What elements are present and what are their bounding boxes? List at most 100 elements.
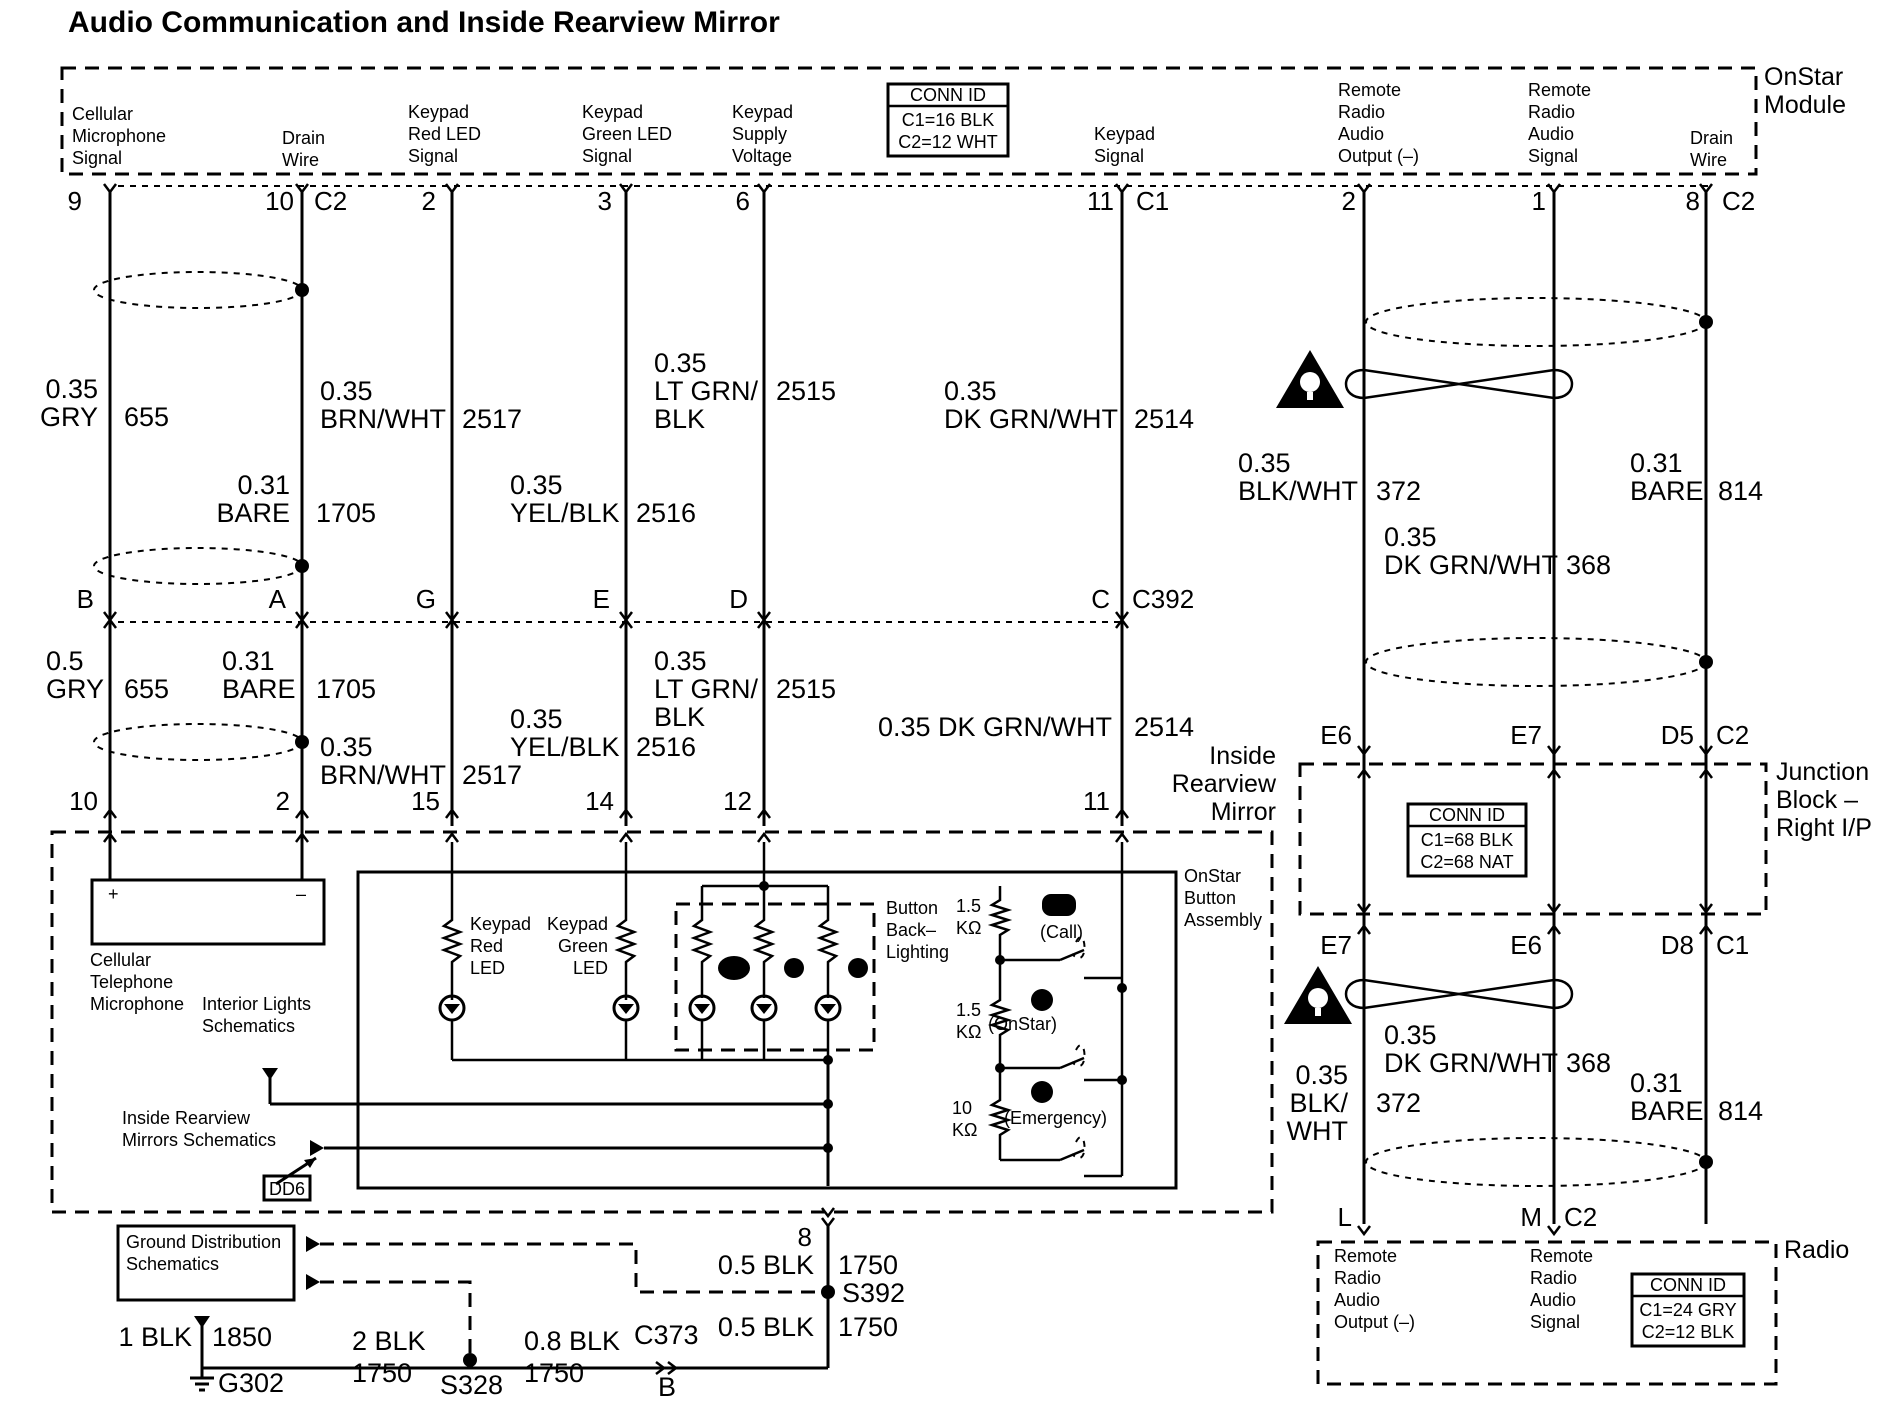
svg-text:Drain: Drain [1690, 128, 1733, 148]
svg-text:E6: E6 [1320, 720, 1352, 750]
wire-labels-right-lower: 0.35 DK GRN/WHT 368 0.35 BLK/ WHT 372 0.… [1287, 1020, 1764, 1146]
svg-text:Remote: Remote [1334, 1246, 1397, 1266]
wire-labels-lower: 0.5 GRY 655 0.31 BARE 1705 0.35 BRN/WHT … [46, 646, 1194, 790]
g302-label: G302 [218, 1368, 284, 1398]
svg-text:Wire: Wire [282, 150, 319, 170]
junction-top-pins: E6 E7 D5 C2 [1320, 720, 1749, 750]
connector-c392: B A G E D C C392 [77, 584, 1194, 629]
svg-text:BARE: BARE [1630, 1096, 1704, 1126]
ground-wire-top-label: 0.5 BLK 1750 [718, 1250, 898, 1280]
signal-keypad-green-led: Keypad Green LED Signal [582, 102, 672, 166]
radio-conn-id-box [1630, 1272, 1746, 1348]
svg-text:368: 368 [1566, 1048, 1611, 1078]
c373-connector [655, 1361, 679, 1375]
svg-text:Remote: Remote [1338, 80, 1401, 100]
svg-text:D8: D8 [1661, 930, 1694, 960]
svg-text:11: 11 [1087, 186, 1114, 216]
c373-wire-label: 0.8 BLK 1750 [524, 1326, 620, 1388]
svg-text:D: D [729, 584, 748, 614]
svg-text:1750: 1750 [352, 1358, 412, 1388]
svg-text:2515: 2515 [776, 376, 836, 406]
svg-text:L: L [1338, 1202, 1352, 1232]
signal-remote-audio: Remote Radio Audio Signal [1528, 80, 1591, 166]
resistor-values: 1.5 KΩ 1.5 KΩ 10 KΩ [952, 896, 981, 1140]
svg-text:2 BLK: 2 BLK [352, 1326, 426, 1356]
ground-wire-bottom-label: 0.5 BLK 1750 [718, 1312, 898, 1342]
svg-text:Assembly: Assembly [1184, 910, 1262, 930]
junction-block-box [1298, 762, 1768, 916]
svg-text:C2: C2 [314, 186, 347, 216]
svg-text:Cellular: Cellular [72, 104, 133, 124]
splice-dot [295, 283, 309, 297]
dd6-box [262, 1174, 312, 1202]
svg-text:Block –: Block – [1776, 786, 1858, 814]
shield-ellipse-right-3 [1365, 1137, 1707, 1187]
svg-text:C: C [1091, 584, 1110, 614]
svg-text:2514: 2514 [1134, 712, 1194, 742]
svg-text:BLK: BLK [654, 702, 705, 732]
svg-text:Junction: Junction [1776, 758, 1869, 786]
signal-remote-audio-out: Remote Radio Audio Output (–) [1338, 80, 1419, 166]
junction-conn-id-box [1406, 802, 1528, 878]
svg-text:DK GRN/WHT: DK GRN/WHT [944, 404, 1118, 434]
button-assembly-box [356, 870, 1178, 1190]
shield-ellipse-3 [93, 723, 303, 761]
junction-conn-id-c2: C2=68 NAT [1420, 852, 1513, 872]
resistor-ladder [987, 886, 1127, 1178]
onstar-conn-id-box [886, 82, 1010, 158]
radio-conn-id-c1: C1=24 GRY [1639, 1300, 1736, 1320]
svg-text:1750: 1750 [838, 1312, 898, 1342]
svg-text:E: E [593, 584, 610, 614]
onstar-conn-id-c2: C2=12 WHT [898, 132, 998, 152]
shield-ellipse-1 [93, 271, 303, 309]
svg-text:0.35: 0.35 [654, 348, 707, 378]
splice-s328 [463, 1353, 477, 1367]
radio-box [1316, 1240, 1778, 1386]
signal-keypad: Keypad Signal [1094, 124, 1155, 166]
svg-text:11: 11 [1083, 786, 1110, 816]
svg-text:Output (–): Output (–) [1338, 146, 1419, 166]
svg-text:1850: 1850 [212, 1322, 272, 1352]
svg-text:368: 368 [1566, 550, 1611, 580]
svg-text:0.35 DK GRN/WHT: 0.35 DK GRN/WHT [878, 712, 1112, 742]
svg-text:LT GRN/: LT GRN/ [654, 376, 759, 406]
emergency-button-icon [1031, 1081, 1053, 1103]
svg-text:Keypad: Keypad [470, 914, 531, 934]
svg-text:Button: Button [886, 898, 938, 918]
svg-text:Ground Distribution: Ground Distribution [126, 1232, 281, 1252]
svg-text:LT GRN/: LT GRN/ [654, 674, 759, 704]
splice-dot [295, 735, 309, 749]
svg-text:10: 10 [69, 786, 98, 816]
svg-text:10: 10 [952, 1098, 972, 1118]
svg-text:Button: Button [1184, 888, 1236, 908]
svg-text:0.31: 0.31 [222, 646, 275, 676]
svg-text:1: 1 [1532, 186, 1546, 216]
svg-text:KΩ: KΩ [952, 1120, 977, 1140]
svg-text:+: + [108, 884, 119, 904]
svg-text:DK GRN/WHT: DK GRN/WHT [1384, 1048, 1558, 1078]
svg-text:Microphone: Microphone [72, 126, 166, 146]
wire-labels-right-upper: 0.35 BLK/WHT 372 0.35 DK GRN/WHT 368 0.3… [1238, 448, 1763, 580]
svg-text:2515: 2515 [776, 674, 836, 704]
svg-text:0.5 BLK: 0.5 BLK [718, 1312, 814, 1342]
svg-text:(Emergency): (Emergency) [1004, 1108, 1107, 1128]
svg-text:Audio: Audio [1334, 1290, 1380, 1310]
svg-text:Signal: Signal [1094, 146, 1144, 166]
mirror-schem-arrow [310, 1140, 324, 1156]
mirror-pins: 10 2 15 14 12 11 [69, 786, 1129, 819]
svg-text:0.35: 0.35 [654, 646, 707, 676]
svg-text:M: M [1520, 1202, 1542, 1232]
svg-text:0.35: 0.35 [45, 374, 98, 404]
warning-icon [1284, 966, 1352, 1024]
svg-text:D5: D5 [1661, 720, 1694, 750]
wires-left [108, 192, 1124, 826]
svg-text:BLK/WHT: BLK/WHT [1238, 476, 1358, 506]
svg-text:1750: 1750 [838, 1250, 898, 1280]
microphone-box [90, 878, 326, 946]
svg-text:E7: E7 [1320, 930, 1352, 960]
svg-text:10: 10 [265, 186, 294, 216]
svg-text:Keypad: Keypad [547, 914, 608, 934]
green-led-resistor [614, 842, 638, 1000]
svg-text:Signal: Signal [72, 148, 122, 168]
